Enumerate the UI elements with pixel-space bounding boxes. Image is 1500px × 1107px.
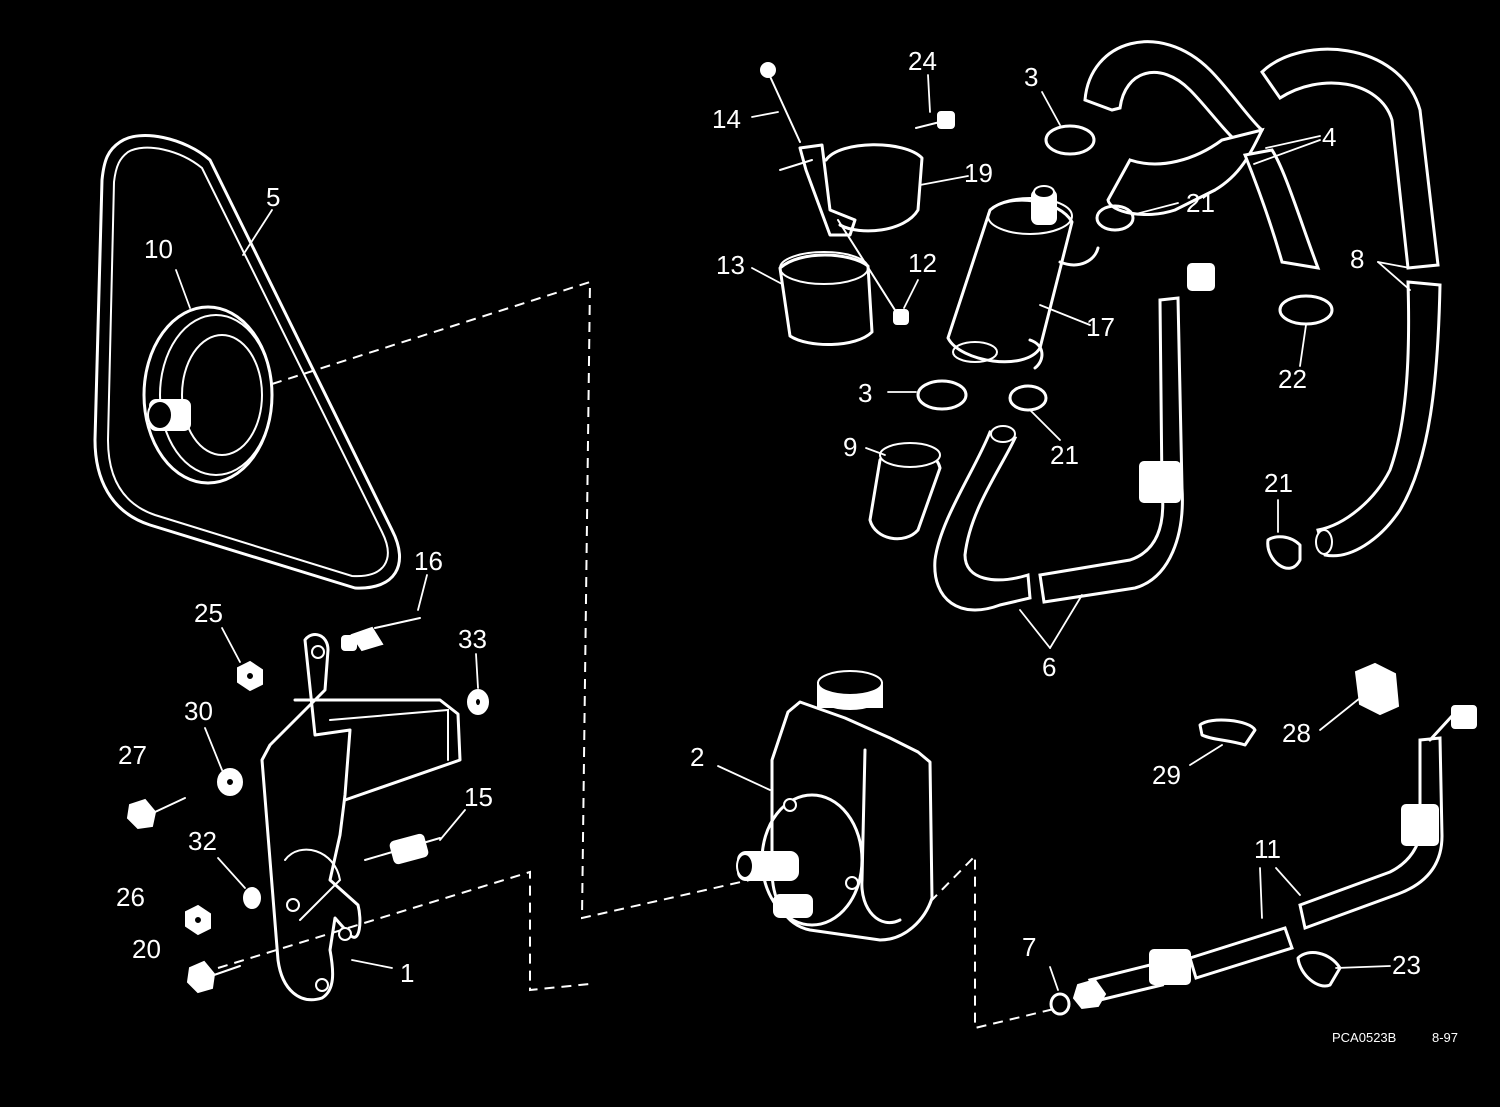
callout-3-top: 3 [1024, 62, 1038, 92]
callout-20: 20 [132, 934, 161, 964]
callout-leaders [175, 74, 1411, 991]
callout-27: 27 [118, 740, 147, 770]
callout-23: 23 [1392, 950, 1421, 980]
figure-date: 8-97 [1432, 1030, 1458, 1045]
callout-16: 16 [414, 546, 443, 576]
callout-29: 29 [1152, 760, 1181, 790]
callout-5: 5 [266, 182, 280, 212]
callout-2: 2 [690, 742, 704, 772]
drive-belt [93, 134, 402, 590]
callout-28: 28 [1282, 718, 1311, 748]
callout-1: 1 [400, 958, 414, 988]
callout-21-middle: 21 [1050, 440, 1079, 470]
clamp-sleeve [778, 251, 874, 346]
callout-15: 15 [464, 782, 493, 812]
callout-8: 8 [1350, 244, 1364, 274]
callout-21-right: 21 [1264, 468, 1293, 498]
callout-25: 25 [194, 598, 223, 628]
alignment-lines [217, 280, 1059, 1030]
callout-32: 32 [188, 826, 217, 856]
reservoir-bracket [760, 62, 955, 325]
callout-19: 19 [964, 158, 993, 188]
callout-12: 12 [908, 248, 937, 278]
callout-21-top: 21 [1186, 188, 1215, 218]
pulley [142, 305, 274, 485]
hose-clamps [916, 124, 1334, 570]
callout-4: 4 [1322, 122, 1336, 152]
callout-7: 7 [1022, 932, 1036, 962]
callout-9: 9 [843, 432, 857, 462]
callout-17: 17 [1086, 312, 1115, 342]
callout-3-lower: 3 [858, 378, 872, 408]
figure-footer: PCA0523B 8-97 [1332, 1030, 1458, 1045]
callout-26: 26 [116, 882, 145, 912]
hoses [868, 40, 1442, 612]
fluid-cooler [946, 185, 1100, 370]
callout-labels: 1 2 3 3 4 5 6 7 8 9 10 11 12 13 14 15 16… [116, 46, 1421, 988]
callout-33: 33 [458, 624, 487, 654]
callout-10: 10 [144, 234, 173, 264]
callout-6: 6 [1042, 652, 1056, 682]
callout-11: 11 [1254, 834, 1281, 864]
figure-code: PCA0523B [1332, 1030, 1396, 1045]
callout-22: 22 [1278, 364, 1307, 394]
callout-14: 14 [712, 104, 741, 134]
callout-30: 30 [184, 696, 213, 726]
power-steering-pump [736, 670, 934, 942]
callout-13: 13 [716, 250, 745, 280]
mounting-bracket [260, 633, 462, 1002]
pressure-line [1049, 662, 1477, 1016]
callout-24: 24 [908, 46, 937, 76]
bracket-hardware [126, 617, 489, 994]
